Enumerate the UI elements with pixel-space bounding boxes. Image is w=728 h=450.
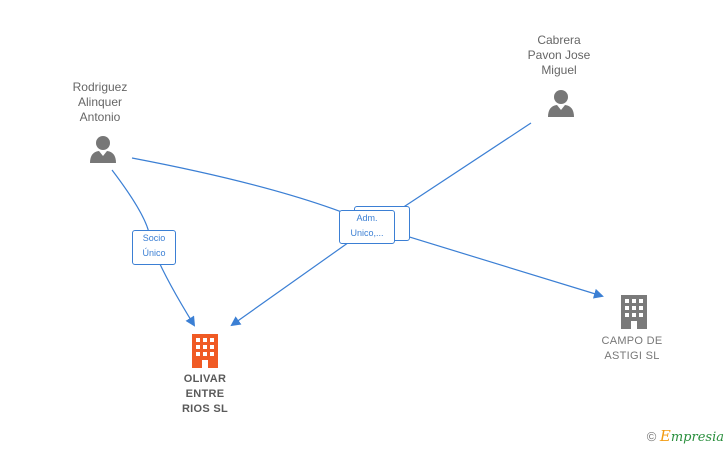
copyright-symbol: © [646, 429, 657, 444]
company-label-olivar[interactable]: OLIVAR ENTRE RIOS SL [181, 373, 229, 415]
edge-cabrera-to-adm [395, 122, 532, 213]
person-label-rodriguez[interactable]: Rodriguez Alinquer Antonio [72, 80, 128, 124]
building-icon[interactable] [192, 334, 218, 368]
edge-label-adm-unico[interactable]: Adm. Unico,... [339, 210, 395, 244]
empresia-logo: Empresia [659, 427, 724, 445]
person-label-cabrera[interactable]: Cabrera Pavon Jose Miguel [527, 33, 591, 77]
edge-label-socio-unico[interactable]: Socio Único [132, 230, 176, 265]
empresia-watermark: © Empresia [647, 427, 724, 445]
edge-adm-to-olivar [230, 239, 353, 327]
building-icon[interactable] [621, 295, 647, 329]
person-icon[interactable] [548, 90, 574, 117]
person-icon[interactable] [90, 136, 116, 163]
company-label-campo[interactable]: CAMPO DE ASTIGI SL [601, 335, 663, 362]
